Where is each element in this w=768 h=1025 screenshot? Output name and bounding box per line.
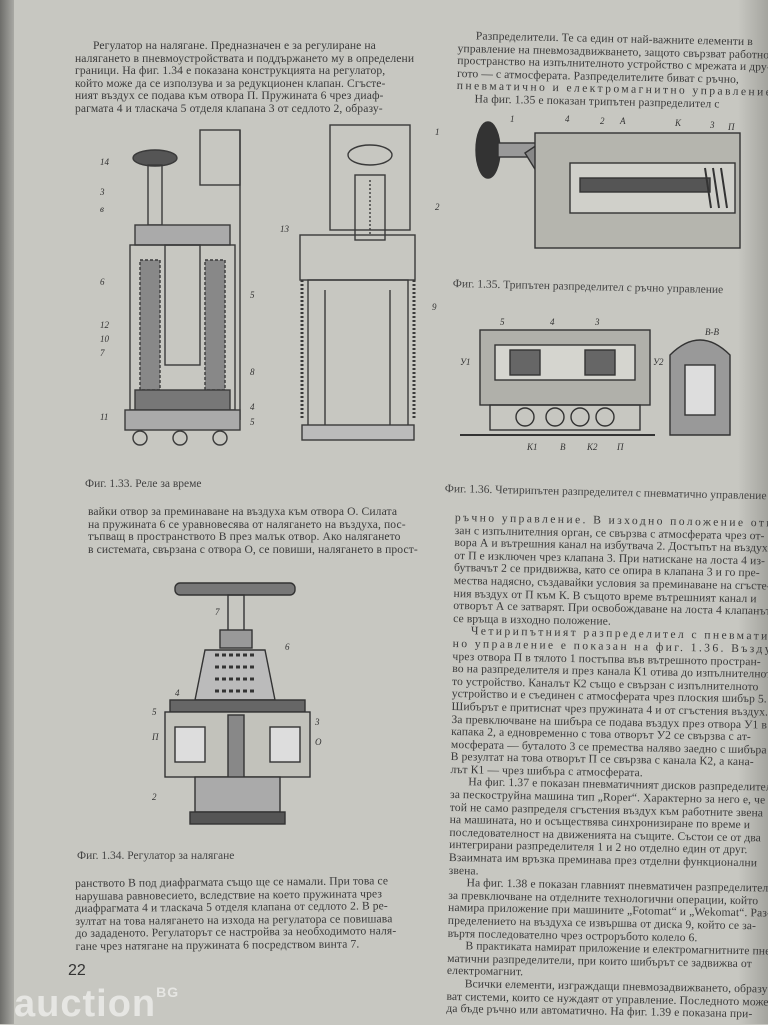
fig-label: К1: [526, 442, 537, 452]
fig-label: 10: [100, 334, 110, 344]
fig-label: 5: [250, 290, 255, 300]
caption-fig-1-33: Фиг. 1.33. Реле за време: [85, 478, 202, 490]
fig-label: А: [619, 116, 626, 126]
figure-1-33-time-relay: 14 3 в 6 12 10 7 11 1 2 13 9 5 8 4 5: [80, 120, 440, 465]
fig-label: 4: [565, 114, 570, 124]
fig-label: 4: [250, 402, 255, 412]
fig-label: 2: [152, 792, 157, 802]
left-top-text: Регулатор на налягане. Предназначен е за…: [75, 39, 415, 116]
fig-label: У2: [653, 357, 664, 367]
text-line: да бъде ръчно или автоматично. На фиг. 1…: [446, 1002, 753, 1021]
fig-label: 8: [250, 367, 255, 377]
text-line: гане чрез натягане на пружината 6 посред…: [75, 937, 360, 953]
fig-label: 4: [175, 688, 180, 698]
fig-label: 3: [594, 317, 600, 327]
fig-label: 5: [250, 417, 255, 427]
fig-label: В: [560, 442, 566, 452]
fig-label: 14: [100, 157, 110, 167]
fig-label: 2: [600, 116, 605, 126]
page-number: 22: [68, 962, 86, 979]
text-line: ният въздух се подава към отвора П. Пруж…: [75, 89, 384, 103]
fig-label: в: [100, 204, 104, 214]
figure-1-36-four-way-valve: 5 4 3 У1 У2 К1 В К2 П В-В: [455, 315, 755, 460]
fig-label: 3: [709, 120, 715, 130]
fig-label: 6: [285, 642, 290, 652]
fig-label: К: [674, 118, 682, 128]
right-main-text: ръчно управление. В изходно положение от…: [446, 511, 768, 1023]
fig-label: 5: [152, 707, 157, 717]
text-line: в системата, свързана с отвора О, се пов…: [88, 542, 418, 556]
text-line: тъпващ в пространството В през малък отв…: [88, 530, 401, 544]
watermark-logo: auctionBG: [14, 983, 180, 1025]
fig-label: 12: [100, 320, 110, 330]
book-spine-edge: [0, 0, 14, 1024]
fig-label: П: [616, 442, 624, 452]
text-line: граници. На фиг. 1.34 е показана констру…: [75, 64, 386, 78]
fig-label: 11: [100, 412, 108, 422]
text-line: налягането в пневмоустройствата и поддър…: [75, 51, 415, 65]
fig-label: В-В: [705, 327, 719, 337]
fig-label: 6: [100, 277, 105, 287]
caption-fig-1-34: Фиг. 1.34. Регулатор за налягане: [77, 850, 235, 862]
text-line: Регулатор на налягане. Предназначен е за…: [93, 39, 376, 52]
fig-label: 3: [99, 187, 105, 197]
fig-label: У1: [460, 357, 471, 367]
page-shadow: [738, 0, 768, 1024]
fig-label: П: [727, 122, 735, 132]
fig-label: К2: [586, 442, 598, 452]
fig-label: 13: [280, 224, 290, 234]
figure-1-34-pressure-regulator: 7 6 4 5 П 2 3 О: [150, 575, 330, 840]
fig-label: 5: [500, 317, 505, 327]
figure-1-35-three-way-valve: 1 4 2 А К 3 П: [470, 108, 760, 258]
text-line: който може да се използува и за редукцио…: [75, 76, 386, 90]
text-line: на пружината 6 се уравновесява от наляга…: [88, 517, 406, 531]
left-bottom-text: ранството В под диафрагмата също ще се н…: [75, 874, 396, 953]
right-top-text: Разпределители. Те са един от най-важнит…: [456, 29, 768, 112]
left-middle-text: вайки отвор за преминаване на въздуха къ…: [88, 505, 418, 556]
fig-label: П: [151, 732, 159, 742]
fig-label: 7: [100, 348, 105, 358]
fig-label: 1: [510, 114, 515, 124]
fig-label: 2: [435, 202, 440, 212]
text-line: вайки отвор за преминаване на въздуха къ…: [88, 505, 398, 518]
fig-label: 4: [550, 317, 555, 327]
fig-label: 1: [435, 127, 440, 137]
fig-label: 7: [215, 607, 220, 617]
caption-fig-1-35: Фиг. 1.35. Трипътен разпределител с ръчн…: [452, 278, 724, 297]
text-line: рагмата 4 и тласкача 5 отделя клапана 3 …: [75, 101, 383, 115]
fig-label: 3: [314, 717, 320, 727]
caption-fig-1-36: Фиг. 1.36. Четирипътен разпределител с п…: [444, 483, 767, 503]
fig-label: 9: [432, 302, 437, 312]
fig-label: О: [315, 737, 322, 747]
